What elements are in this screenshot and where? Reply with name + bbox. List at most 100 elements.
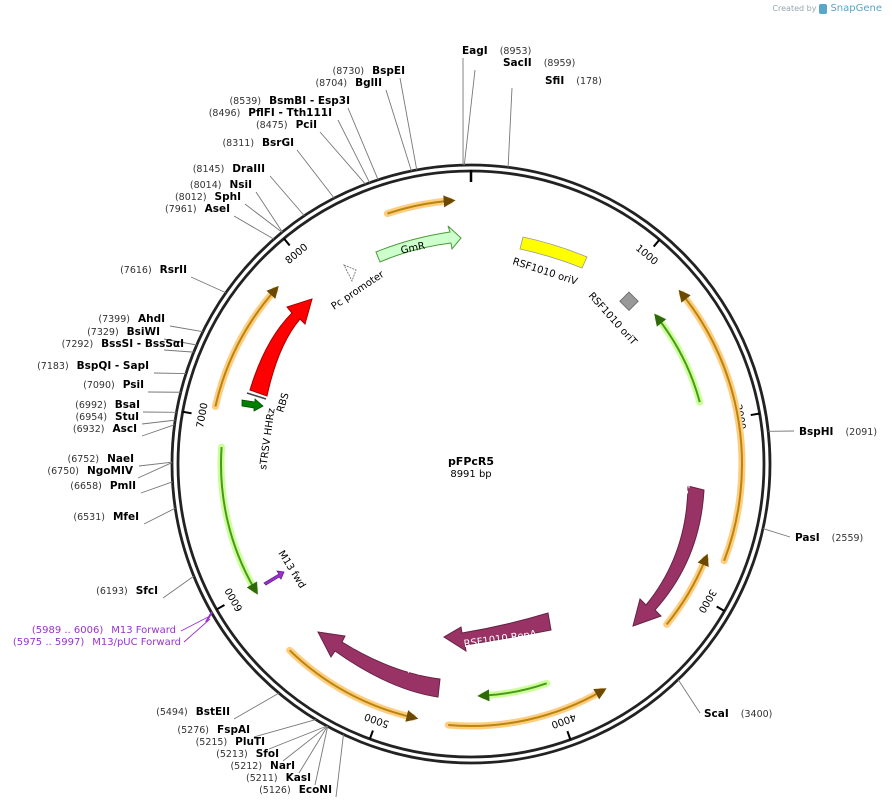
tick-label-8000: 8000 <box>284 242 311 267</box>
site-stui[interactable]: (6954)StuI <box>75 411 139 423</box>
site-eagi[interactable]: EagI(8953) <box>462 45 531 57</box>
site-leaders <box>137 57 795 798</box>
feature-pc-promoter[interactable]: Pc promoter <box>330 264 388 313</box>
site-bsai[interactable]: (6992)BsaI <box>75 399 140 411</box>
plasmid-title: pFPcR5 8991 bp <box>448 455 494 480</box>
site-leader-line <box>507 87 513 168</box>
restriction-site-labels: EagI(8953) SacII(8959) SfiI(178) (8730)B… <box>37 45 877 796</box>
site-bsiwi[interactable]: (7329)BsiWI <box>87 326 160 338</box>
site-pcii[interactable]: (8475)PciI <box>256 119 317 131</box>
orf-arc-right-inner[interactable] <box>665 553 709 625</box>
site-bsmbi-esp3i[interactable]: (8539)BsmBI - Esp3I <box>229 95 350 107</box>
site-asei[interactable]: (7961)AseI <box>165 203 230 215</box>
feature-strsv-hhrz[interactable]: sTRSV HHRz <box>241 398 278 471</box>
site-leader-line <box>347 107 379 180</box>
site-leader-line <box>233 692 280 720</box>
site-pmli[interactable]: (6658)PmlI <box>70 480 136 492</box>
snapgene-credit: Created by SnapGene <box>772 3 882 14</box>
site-bsphi[interactable]: BspHI(2091) <box>799 426 877 438</box>
feature-gmr[interactable]: GmR <box>375 225 462 263</box>
site-leader-line <box>337 119 371 183</box>
site-pluti[interactable]: (5215)PluTI <box>196 736 265 748</box>
site-scai[interactable]: ScaI(3400) <box>704 708 772 720</box>
tick-label-3000: 3000 <box>696 587 718 615</box>
feature-label-strsv-hhrz: sTRSV HHRz <box>258 408 278 471</box>
primer-m13-forward[interactable]: (5989 .. 6006)M13 Forward <box>32 625 176 636</box>
site-leader-line <box>169 325 203 333</box>
site-leader-line <box>298 726 328 774</box>
orf-arc-bottom[interactable] <box>448 688 607 727</box>
site-pflfi-tth111i[interactable]: (8496)PflFI - Tth111I <box>209 107 332 119</box>
site-leader-line <box>253 719 317 738</box>
orf-arc-left[interactable] <box>214 285 279 407</box>
site-econi[interactable]: (5126)EcoNI <box>259 784 332 796</box>
feature-label-pc-promoter: Pc promoter <box>330 269 388 313</box>
site-leader-line <box>153 372 187 375</box>
site-rsrii[interactable]: (7616)RsrII <box>120 264 187 276</box>
tick-mark-2000 <box>750 412 760 417</box>
primer-labels: (5989 .. 6006)M13 Forward (5975 .. 5997)… <box>13 611 213 648</box>
site-leader-line <box>268 725 328 750</box>
site-ahdi[interactable]: (7399)AhdI <box>98 313 165 325</box>
site-leader-line <box>233 215 275 240</box>
site-fspai[interactable]: (5276)FspAI <box>177 724 250 736</box>
credit-brand: SnapGene <box>830 3 882 14</box>
tick-mark-6000 <box>216 604 225 611</box>
site-bspqi-sapi[interactable]: (7183)BspQI - SapI <box>37 360 149 372</box>
tick-mark-8000 <box>283 237 291 247</box>
site-bspei[interactable]: (8730)BspEI <box>333 65 405 77</box>
tick-label-6000: 6000 <box>223 585 245 613</box>
site-leader-line <box>463 69 476 166</box>
site-ngomiv[interactable]: (6750)NgoMIV <box>47 465 133 477</box>
feature-rsf1010-repb[interactable]: RSF1010 RepB <box>632 447 705 627</box>
site-draiii[interactable]: (8145)DraIII <box>193 163 265 175</box>
site-naei[interactable]: (6752)NaeI <box>68 453 135 465</box>
green-arc-right-glow <box>654 314 704 406</box>
site-leader-line <box>163 338 197 346</box>
credit-prefix: Created by <box>772 4 817 13</box>
site-sacii[interactable]: SacII(8959) <box>503 57 575 69</box>
orf-arc-top[interactable] <box>387 195 456 215</box>
site-nsii[interactable]: (8014)NsiI <box>190 179 252 191</box>
site-psii[interactable]: (7090)PsiI <box>83 379 144 391</box>
green-arc-bottom[interactable] <box>477 682 548 702</box>
site-leader-line <box>190 276 227 294</box>
feature-m13-fwd[interactable]: M13 fwd <box>263 549 307 591</box>
site-bsrgi[interactable]: (8311)BsrGI <box>222 137 294 149</box>
tick-label-1000: 1000 <box>633 243 660 268</box>
orf-arc-bottom-left[interactable] <box>288 649 419 722</box>
feature-rsf1010-repa[interactable]: RSF1010 RepA <box>443 612 552 653</box>
site-bglii[interactable]: (8704)BglII <box>315 77 382 89</box>
green-arc-left[interactable] <box>220 447 258 595</box>
site-sphi[interactable]: (8012)SphI <box>175 191 241 203</box>
green-arc-right[interactable] <box>654 313 701 403</box>
primer-m13-puc-forward[interactable]: (5975 .. 5997)M13/pUC Forward <box>13 637 181 648</box>
tick-mark-5000 <box>368 730 374 740</box>
site-leader-line <box>141 419 176 425</box>
site-leader-line <box>140 481 173 494</box>
site-bsssi-bsssai[interactable]: (7292)BssSI - BssSαI <box>62 338 184 350</box>
site-sfci[interactable]: (6193)SfcI <box>96 585 158 597</box>
snapgene-logo-icon <box>819 3 828 14</box>
green-arc-bottom-glow <box>479 679 551 700</box>
site-bsteii[interactable]: (5494)BstEII <box>156 706 230 718</box>
site-nari[interactable]: (5212)NarI <box>230 760 295 772</box>
site-kasi[interactable]: (5211)KasI <box>246 772 311 784</box>
site-sfoi[interactable]: (5213)SfoI <box>216 748 279 760</box>
orf-arc-right-outer[interactable] <box>678 289 743 562</box>
site-leader-line <box>255 191 283 233</box>
feature-rsf1010-orit[interactable]: RSF1010 oriT <box>586 291 639 349</box>
site-sfii[interactable]: SfiI(178) <box>545 75 602 87</box>
site-pasi[interactable]: PasI(2559) <box>795 532 863 544</box>
site-leader-line <box>269 175 305 217</box>
site-leader-line <box>143 507 176 525</box>
site-leader-line <box>162 575 195 599</box>
feature-rsf1010-oriv[interactable]: RSF1010 oriV <box>511 236 588 288</box>
site-mfei[interactable]: (6531)MfeI <box>73 511 139 523</box>
site-asci[interactable]: (6932)AscI <box>73 423 137 435</box>
tick-mark-1000 <box>652 239 661 248</box>
tick-mark-3000 <box>716 605 725 612</box>
site-leader-line <box>762 528 791 538</box>
